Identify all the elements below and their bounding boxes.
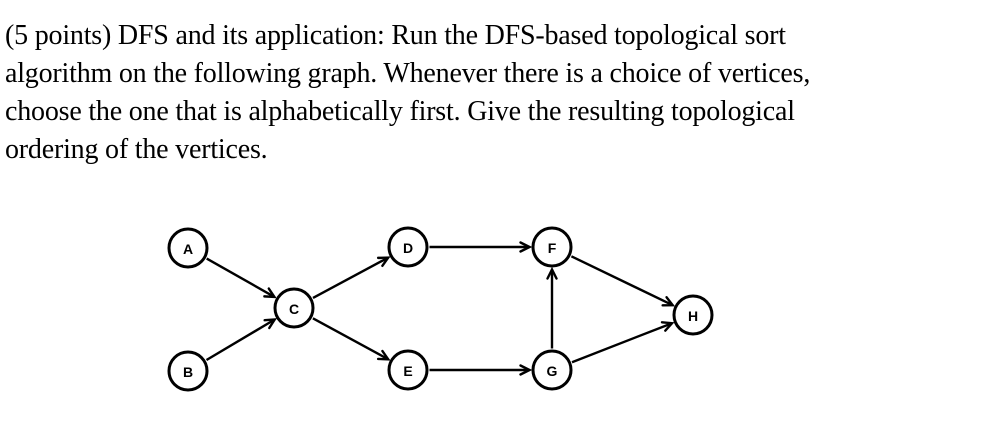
- graph-node-A: [167, 227, 209, 269]
- edge-C-E: [312, 317, 388, 359]
- graph-nodes: A B C D E F G H: [167, 226, 714, 392]
- graph-node-E: [387, 349, 429, 391]
- graph-node-label-D: D: [403, 240, 413, 256]
- edge-G-H: [571, 323, 672, 364]
- graph-node-H: [672, 294, 714, 336]
- graph-node-G: [531, 349, 573, 391]
- problem-text-line-2: algorithm on the following graph. Whenev…: [5, 58, 811, 89]
- graph-node-label-A: A: [183, 241, 193, 257]
- edge-B-C: [205, 320, 275, 362]
- graph-node-label-E: E: [403, 363, 412, 379]
- problem-statement: (5 points) DFS and its application: Run …: [5, 17, 997, 169]
- edge-F-H: [570, 255, 672, 305]
- graph-node-label-H: H: [688, 308, 698, 324]
- edge-A-C: [206, 257, 275, 297]
- problem-text-line-1: (5 points) DFS and its application: Run …: [5, 20, 786, 51]
- graph-node-label-B: B: [183, 364, 193, 380]
- graph-node-C: [273, 287, 315, 329]
- graph-node-D: [387, 226, 429, 268]
- graph-node-F: [531, 226, 573, 268]
- graph-node-label-C: C: [289, 301, 299, 317]
- graph-node-label-G: G: [547, 363, 558, 379]
- graph-edges: [205, 247, 673, 370]
- graph-node-label-F: F: [548, 240, 557, 256]
- problem-text-line-3: choose the one that is alphabetically fi…: [5, 96, 795, 127]
- graph-node-B: [167, 350, 209, 392]
- edge-C-D: [312, 258, 388, 299]
- problem-text-line-4: ordering of the vertices.: [5, 134, 268, 165]
